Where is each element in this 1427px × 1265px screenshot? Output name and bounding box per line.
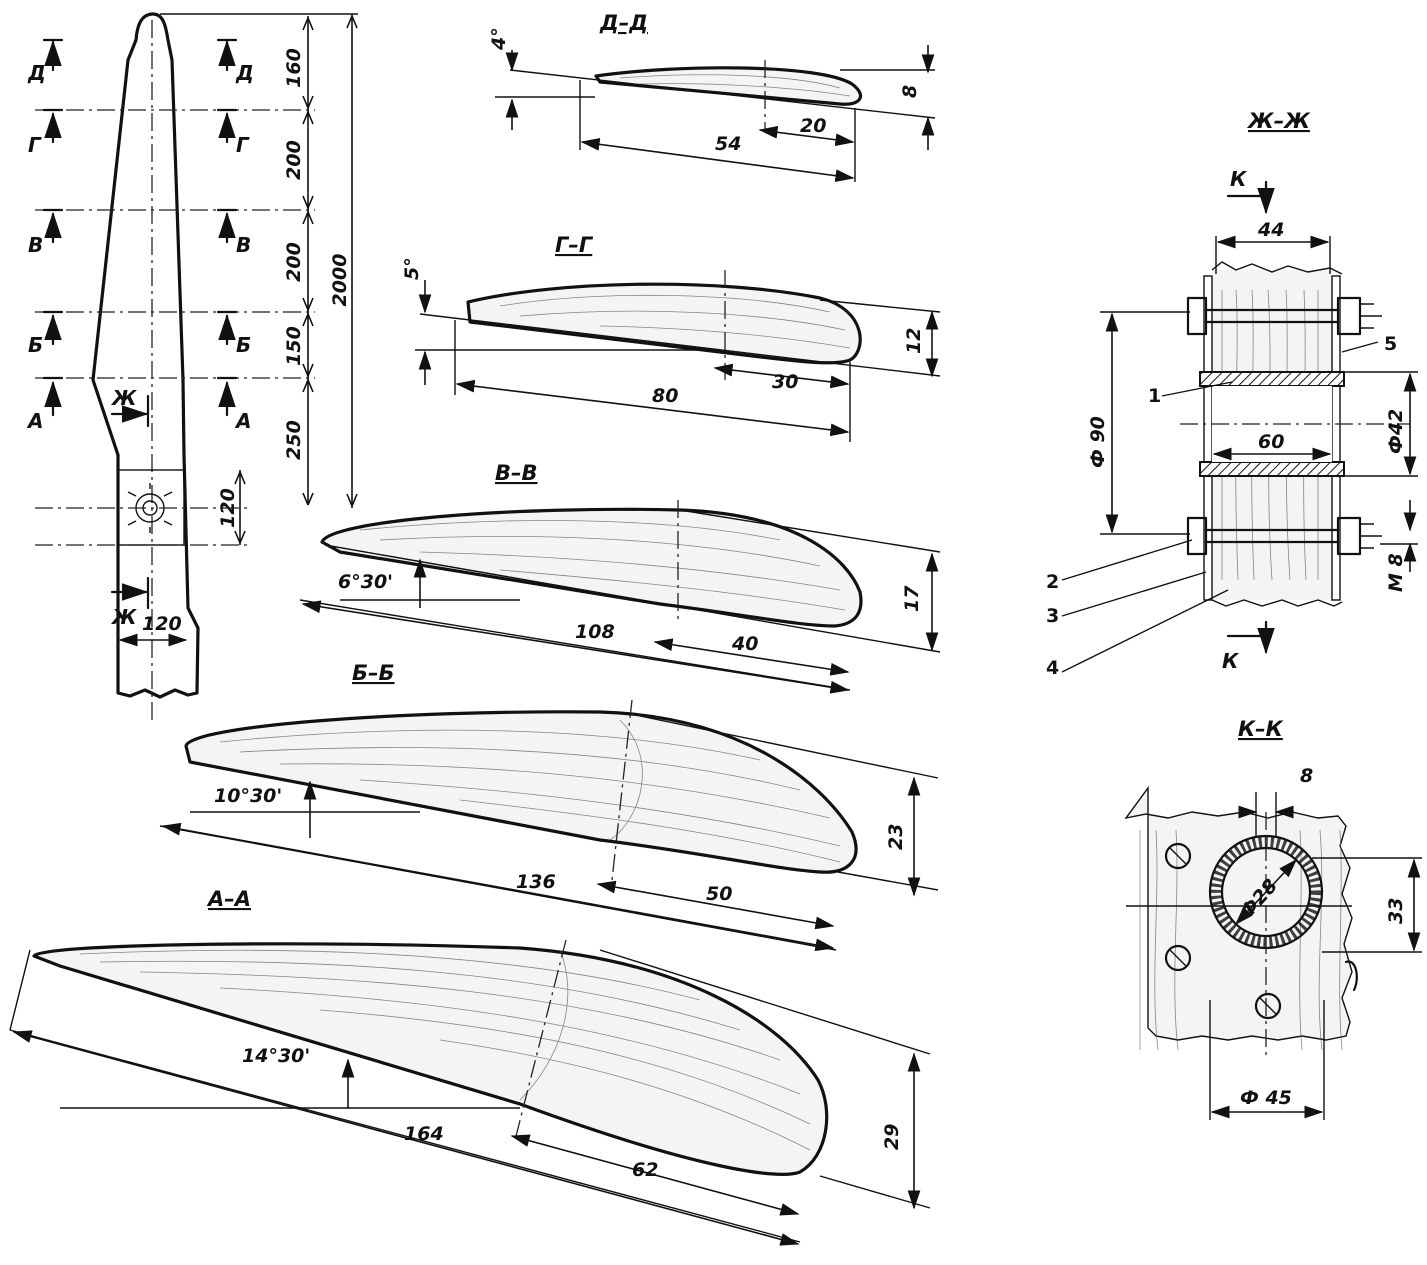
dim-200-a: 200 — [283, 140, 305, 180]
hub-dim-90: Ф 90 — [1087, 416, 1109, 468]
dd-chord: 54 — [715, 133, 741, 155]
aa-thickness: 29 — [881, 1124, 903, 1150]
mark-a-left: А — [26, 409, 43, 433]
gg-angle: 5° — [401, 257, 423, 280]
left-section-markers: Д Г В Б А — [26, 40, 62, 433]
mark-zh-bottom: Ж — [110, 605, 137, 629]
gg-thickness: 12 — [903, 328, 925, 354]
mark-a-right: А — [234, 409, 251, 433]
callout-4: 4 — [1046, 657, 1059, 679]
callout-1: 1 — [1148, 385, 1161, 407]
section-vv-title: В–В — [495, 461, 538, 485]
vv-angle: 6°30' — [338, 571, 393, 593]
bb-pivot: 50 — [706, 883, 732, 905]
mark-zh-top: Ж — [110, 386, 137, 410]
section-gg-title: Г–Г — [555, 233, 594, 257]
blade-plan-view: Д Г В Б А Д Г В Б А Ж Ж — [26, 12, 358, 720]
section-aa: А–А 14°30' 164 62 29 — [9, 887, 931, 1246]
hub-section-zhzh: Ж–Ж К К 44 Ф 90 — [1046, 109, 1418, 679]
section-bb: Б–Б 10°30' 136 50 23 — [159, 661, 939, 952]
aa-chord: 164 — [404, 1123, 444, 1145]
section-aa-title: А–А — [206, 887, 251, 911]
kk-offset: 33 — [1385, 898, 1407, 924]
station-dimensions: 160 200 200 150 250 120 2000 — [160, 13, 358, 545]
mark-k-bottom: К — [1222, 649, 1240, 673]
hub-dim-60: 60 — [1258, 431, 1284, 453]
callout-3: 3 — [1046, 605, 1059, 627]
bb-angle: 10°30' — [214, 785, 282, 807]
section-bb-title: Б–Б — [352, 661, 395, 685]
vv-pivot: 40 — [731, 633, 758, 655]
zh-marker-bottom — [110, 578, 148, 608]
dim-200-b: 200 — [283, 242, 305, 282]
mark-g-right: Г — [236, 133, 250, 157]
vv-chord: 108 — [575, 621, 615, 643]
aa-angle: 14°30' — [242, 1045, 310, 1067]
section-dd: Д–Д 4° 54 20 8 — [488, 11, 936, 183]
vv-thickness: 17 — [901, 585, 923, 612]
callout-5: 5 — [1384, 333, 1397, 355]
section-cut-lines — [35, 109, 315, 546]
hub-section-title: Ж–Ж — [1246, 109, 1311, 133]
gg-pivot: 30 — [772, 371, 798, 393]
mark-k-top: К — [1230, 167, 1248, 191]
mark-v-left: В — [28, 233, 43, 257]
hub-dim-m8: М 8 — [1385, 553, 1407, 592]
section-gg: Г–Г 5° 80 30 12 — [401, 233, 941, 442]
hub-dim-44: 44 — [1257, 219, 1284, 241]
dim-120-hub: 120 — [217, 488, 239, 528]
mark-d-right: Д — [235, 61, 254, 85]
dim-250: 250 — [283, 420, 305, 460]
gg-chord: 80 — [652, 385, 678, 407]
callout-2: 2 — [1046, 571, 1059, 593]
dd-pivot: 20 — [800, 115, 826, 137]
kk-wall: 8 — [1300, 765, 1313, 787]
hub-view-title: К–К — [1238, 717, 1284, 741]
zh-marker-top — [110, 396, 148, 426]
blade-outline — [91, 12, 200, 699]
dim-width-120: 120 — [142, 613, 182, 635]
mark-g-left: Г — [28, 133, 42, 157]
bb-chord: 136 — [516, 871, 556, 893]
right-section-markers: Д Г В Б А — [218, 40, 254, 433]
kk-flange: Ф 45 — [1240, 1087, 1292, 1109]
dim-2000: 2000 — [329, 254, 351, 307]
mark-v-right: В — [236, 233, 251, 257]
bb-thickness: 23 — [885, 824, 907, 850]
dim-160: 160 — [283, 48, 305, 88]
aa-pivot: 62 — [632, 1159, 658, 1181]
section-dd-title: Д–Д — [599, 11, 648, 35]
mark-d-left: Д — [27, 61, 46, 85]
dim-150: 150 — [283, 326, 305, 366]
mark-b-left: Б — [28, 333, 43, 357]
section-vv: В–В 6°30' 108 40 17 — [299, 461, 941, 694]
hub-view-kk: К–К Ф28 8 33 Ф 45 — [1124, 717, 1422, 1120]
dd-thickness: 8 — [899, 85, 921, 98]
dd-angle: 4° — [488, 27, 510, 51]
mark-b-right: Б — [236, 333, 251, 357]
hub-dim-42: Ф42 — [1385, 409, 1407, 454]
